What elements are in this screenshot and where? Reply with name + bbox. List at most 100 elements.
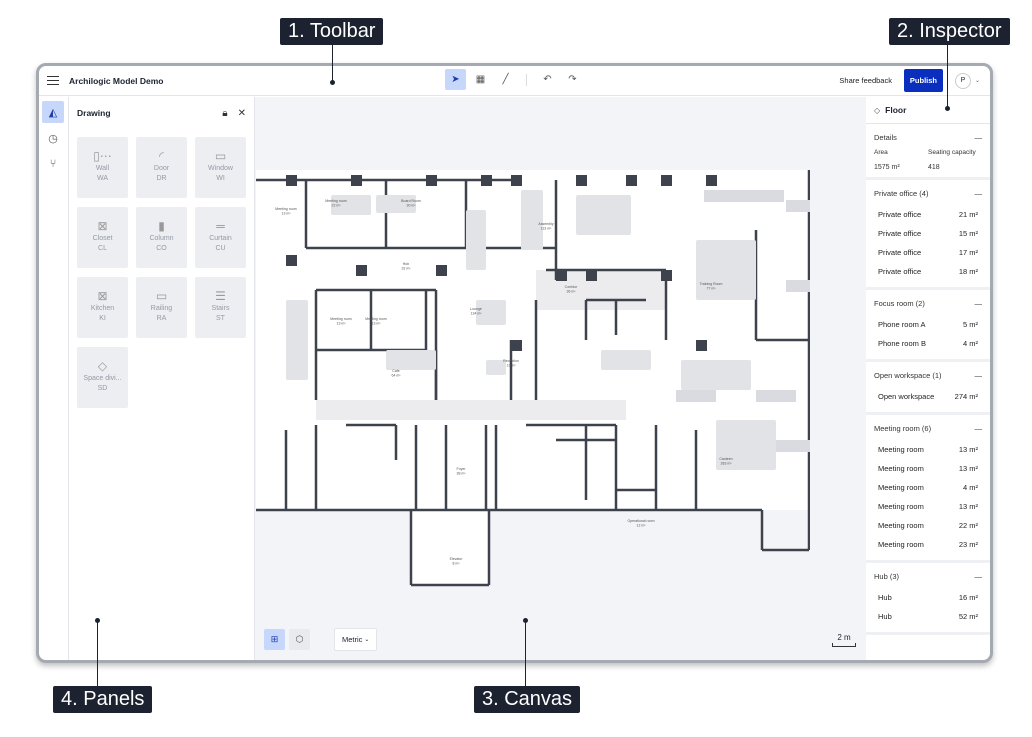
units-select[interactable]: Metric⌄ — [334, 628, 378, 651]
desk-cluster — [756, 390, 796, 402]
tool-tile-space-divi-[interactable]: ◇Space divi...SD — [77, 347, 128, 408]
lock-icon[interactable]: 🔒︎ — [222, 107, 228, 119]
2d-view-button[interactable]: ⊞ — [264, 629, 285, 650]
section-title: Focus room (2) — [874, 299, 925, 308]
furniture — [331, 195, 371, 215]
furniture — [486, 360, 506, 375]
section-title: Meeting room (6) — [874, 424, 932, 433]
drawing-tab[interactable]: ◭ — [42, 101, 64, 123]
column — [661, 175, 672, 186]
list-item[interactable]: Private office 17 m² — [874, 243, 982, 262]
collapse-icon[interactable]: — — [974, 133, 983, 142]
furniture — [376, 195, 416, 213]
kitchen-icon: ⊠ — [97, 289, 108, 303]
tile-shortcut: CL — [98, 245, 107, 252]
units-value: Metric — [342, 635, 363, 644]
3d-view-button[interactable]: ⬡ — [289, 629, 310, 650]
undo-button[interactable]: ↶ — [537, 69, 558, 90]
space-area: 13 m² — [958, 445, 978, 454]
close-icon[interactable]: ✕ — [237, 107, 246, 119]
callout-canvas: 3. Canvas — [474, 686, 581, 713]
room-area: 134 m² — [471, 312, 483, 316]
tile-label: Curtain — [209, 235, 232, 242]
collapse-icon[interactable]: — — [974, 189, 983, 198]
space-name: Meeting room — [878, 445, 924, 454]
room-area: 13 m² — [372, 322, 382, 326]
room-label: Corridor — [565, 285, 578, 289]
scale-label: 2 m — [837, 633, 851, 642]
wall-icon: ▯⋯ — [93, 149, 112, 163]
menu-icon[interactable] — [47, 75, 59, 86]
space-area: 5 m² — [963, 320, 978, 329]
history-icon: ◷ — [48, 132, 58, 145]
furniture — [716, 420, 776, 470]
furniture-tab[interactable]: ⑂ — [42, 153, 64, 175]
collapse-icon[interactable]: — — [974, 424, 983, 433]
avatar[interactable]: P — [954, 72, 971, 89]
furniture — [681, 360, 751, 390]
history-tab[interactable]: ◷ — [42, 127, 64, 149]
list-item[interactable]: Meeting room 13 m² — [874, 440, 982, 459]
tile-shortcut: CU — [215, 245, 226, 252]
section-title: Open workspace (1) — [874, 371, 942, 380]
desk-cluster — [676, 390, 716, 402]
select-tool-button[interactable]: ➤ — [445, 69, 466, 90]
window-icon: ▭ — [214, 149, 227, 163]
room-area: 38 m² — [457, 472, 467, 476]
column — [426, 175, 437, 186]
room-area: 12 m² — [637, 524, 647, 528]
share-feedback-link[interactable]: Share feedback — [839, 76, 892, 85]
furniture — [601, 350, 651, 370]
desk-cluster — [776, 440, 810, 452]
section-title: Private office (4) — [874, 189, 929, 198]
railing-icon: ▭ — [155, 289, 168, 303]
stairs-icon: ☰ — [215, 289, 226, 303]
space-name: Private office — [878, 248, 922, 257]
space-area: 17 m² — [958, 248, 978, 257]
publish-button[interactable]: Publish — [903, 69, 943, 92]
redo-button[interactable]: ↷ — [562, 69, 583, 90]
collapse-icon[interactable]: — — [974, 299, 983, 308]
column — [511, 175, 522, 186]
line-tool-button[interactable]: ╱ — [495, 69, 516, 90]
desk-cluster — [786, 280, 810, 292]
floorplan-icon: ⊞ — [270, 634, 279, 644]
area-tool-button[interactable]: ▦ — [470, 69, 491, 90]
panel-title: Drawing — [77, 108, 111, 118]
shapes-icon: ◭ — [48, 106, 58, 119]
chevron-down-icon[interactable]: ⌄ — [974, 78, 980, 84]
collapse-icon[interactable]: — — [974, 572, 983, 581]
room-label: Meeting room — [325, 199, 346, 203]
tile-shortcut: CO — [156, 245, 167, 252]
collapse-icon[interactable]: — — [974, 371, 983, 380]
room-area: 8 m² — [453, 562, 461, 566]
